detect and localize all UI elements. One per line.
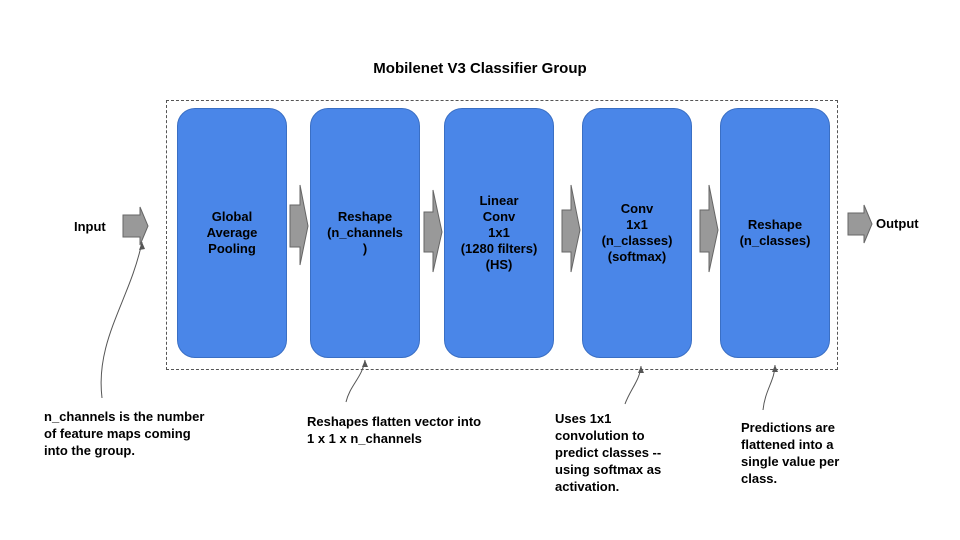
input-label: Input bbox=[74, 219, 106, 234]
input-arrow bbox=[122, 206, 149, 246]
note-leader-1-head bbox=[139, 242, 145, 250]
flow-arrow-4 bbox=[699, 184, 719, 273]
block-label: Conv 1x1 (n_classes) (softmax) bbox=[601, 201, 673, 264]
note-leader-1 bbox=[100, 241, 143, 399]
block-label: Global Average Pooling bbox=[206, 209, 258, 256]
note-predictions: Predictions are flattened into a single … bbox=[741, 420, 840, 486]
flow-arrow-3 bbox=[561, 184, 581, 273]
diagram-title: Mobilenet V3 Classifier Group bbox=[373, 60, 587, 77]
block-global-average-pooling: Global Average Pooling bbox=[177, 108, 287, 358]
note-leader-2-head bbox=[362, 360, 368, 367]
note-n-channels: n_channels is the number of feature maps… bbox=[44, 409, 205, 458]
block-linear-conv: Linear Conv 1x1 (1280 filters) (HS) bbox=[444, 108, 554, 358]
block-conv-classes: Conv 1x1 (n_classes) (softmax) bbox=[582, 108, 692, 358]
block-label: Reshape (n_channels ) bbox=[327, 209, 403, 256]
flow-arrow-1 bbox=[289, 184, 309, 266]
block-reshape-classes: Reshape (n_classes) bbox=[720, 108, 830, 358]
block-label: Linear Conv 1x1 (1280 filters) (HS) bbox=[460, 193, 538, 272]
note-reshape: Reshapes flatten vector into 1 x 1 x n_c… bbox=[307, 414, 482, 446]
block-reshape-channels: Reshape (n_channels ) bbox=[310, 108, 420, 358]
note-softmax: Uses 1x1 convolution to predict classes … bbox=[555, 411, 662, 494]
output-label: Output bbox=[876, 216, 919, 231]
block-label: Reshape (n_classes) bbox=[739, 217, 811, 248]
flow-arrow-2 bbox=[423, 189, 443, 273]
classifier-group-box bbox=[166, 100, 838, 370]
note-leader-4-head bbox=[772, 365, 778, 372]
output-arrow bbox=[847, 204, 873, 244]
